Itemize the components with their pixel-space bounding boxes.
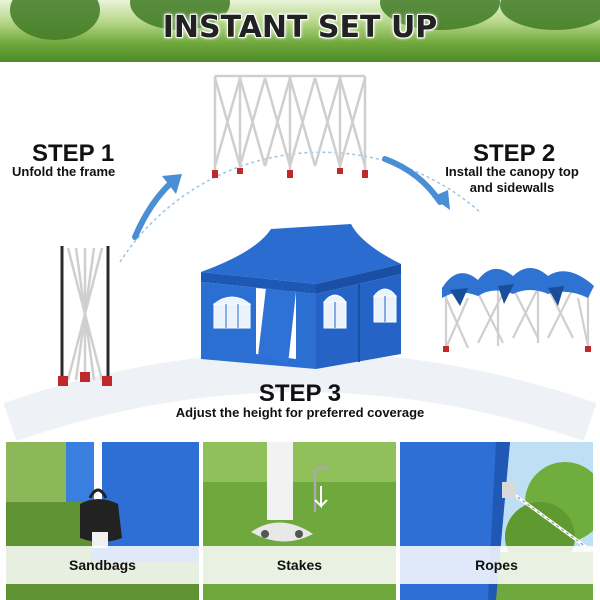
step3-title: STEP 3 (258, 380, 342, 407)
expanded-frame-image (212, 74, 368, 178)
finished-tent-image (201, 224, 401, 369)
step1-description: Unfold the frame (12, 164, 116, 179)
arrow-step2-to-step3 (382, 156, 443, 205)
dashed-flow-arc (119, 151, 481, 263)
step2-description-line1: Install the canopy top (445, 164, 579, 179)
stakes-label: Stakes (203, 546, 396, 584)
step1-title: STEP 1 (32, 140, 115, 167)
top-banner: INSTANT SET UP (0, 0, 600, 62)
folded-frame-image (58, 246, 112, 386)
step3-description: Adjust the height for preferred coverage (175, 405, 425, 420)
step2-description-line2: and sidewalls (469, 180, 555, 195)
stakes-panel: Stakes (203, 442, 396, 600)
arrow-head (432, 190, 450, 210)
banner-title: INSTANT SET UP (162, 10, 438, 45)
step2-title: STEP 2 (473, 140, 556, 167)
flow-path-graphic (3, 151, 597, 441)
sandbags-label: Sandbags (6, 546, 199, 584)
arrow-step1-to-step2 (132, 179, 175, 240)
sandbags-panel: Sandbags (6, 442, 199, 600)
ropes-label: Ropes (400, 546, 593, 584)
arrow-head (162, 174, 182, 194)
ropes-panel: Ropes (400, 442, 593, 600)
floor-shadow (3, 352, 597, 441)
frame-with-canopy-image (442, 268, 594, 352)
